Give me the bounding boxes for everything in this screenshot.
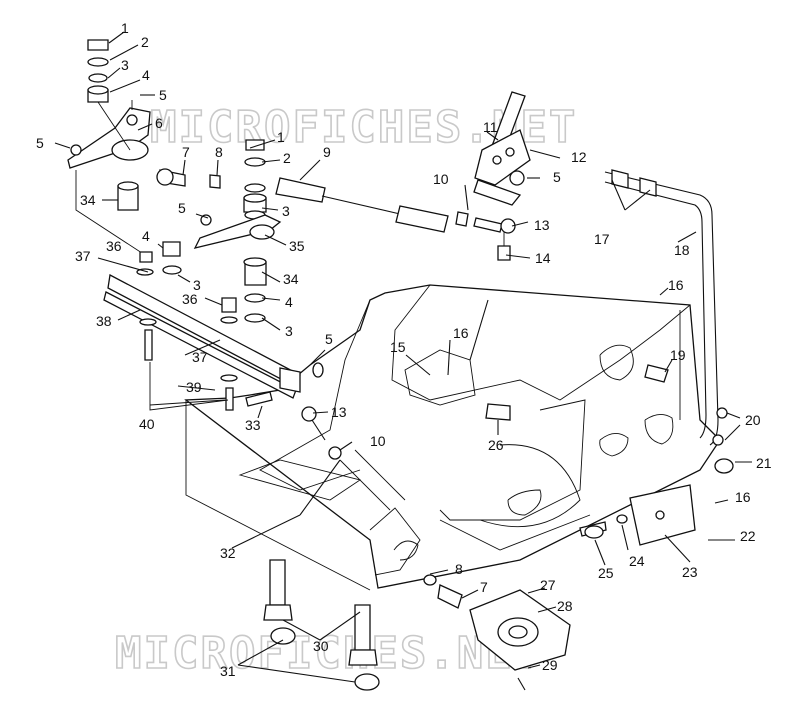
callout-label: 14 (535, 250, 551, 266)
callout-label: 37 (192, 349, 208, 365)
callout-label: 5 (178, 200, 186, 216)
callout-label: 31 (220, 663, 236, 679)
callout-label: 2 (141, 34, 149, 50)
callout-label: 4 (142, 67, 150, 83)
callout-label: 34 (283, 271, 299, 287)
callout-label: 2 (283, 150, 291, 166)
callout-label: 3 (285, 323, 293, 339)
callout-label: 16 (453, 325, 469, 341)
callout-label: 23 (682, 564, 698, 580)
callout-label: 26 (488, 437, 504, 453)
callout-label: 9 (323, 144, 331, 160)
callout-label: 36 (106, 238, 122, 254)
pitman-arm-left (67, 39, 151, 256)
callout-label: 16 (668, 277, 684, 293)
callout-label: 10 (433, 171, 449, 187)
callout-label: 32 (220, 545, 236, 561)
callout-label: 4 (142, 228, 150, 244)
callout-label: 8 (455, 561, 463, 577)
callout-label: 3 (193, 277, 201, 293)
callout-label: 6 (155, 115, 163, 131)
callout-label: 25 (598, 565, 614, 581)
callout-label: 40 (139, 416, 155, 432)
callout-label: 5 (36, 135, 44, 151)
callout-label: 3 (121, 57, 129, 73)
callout-label: 35 (289, 238, 305, 254)
callout-label: 28 (557, 598, 573, 614)
callout-label: 16 (735, 489, 751, 505)
callout-label: 18 (674, 242, 690, 258)
callout-label: 1 (121, 20, 129, 36)
callout-label: 5 (553, 169, 561, 185)
callout-label: 13 (534, 217, 550, 233)
callout-label: 13 (331, 404, 347, 420)
linkage-left (103, 241, 342, 460)
callout-label: 12 (571, 149, 587, 165)
callout-label: 30 (313, 638, 329, 654)
callout-label: 24 (629, 553, 645, 569)
callout-label: 11 (483, 119, 498, 135)
callout-label: 33 (245, 417, 261, 433)
callout-label: 36 (182, 291, 198, 307)
callout-label: 20 (745, 412, 761, 428)
callout-labels: 1 2 3 4 5 5 6 1 7 8 2 9 34 5 3 4 35 36 3… (36, 20, 772, 679)
callout-label: 7 (480, 579, 488, 595)
frame-body (184, 284, 721, 591)
leader-lines (54, 31, 752, 691)
callout-label: 29 (542, 657, 558, 673)
callout-label: 3 (282, 203, 290, 219)
callout-label: 10 (370, 433, 386, 449)
steering-bar (604, 169, 734, 474)
steering-column (473, 91, 531, 206)
callout-label: 21 (756, 455, 772, 471)
callout-label: 5 (325, 331, 333, 347)
callout-label: 1 (277, 129, 285, 145)
callout-label: 39 (186, 379, 202, 395)
callout-label: 4 (285, 294, 293, 310)
callout-label: 27 (540, 577, 556, 593)
callout-label: 5 (159, 87, 167, 103)
pitman-arm-center (193, 139, 282, 323)
lower-mounts (263, 559, 380, 691)
callout-label: 34 (80, 192, 96, 208)
callout-label: 17 (594, 231, 610, 247)
watermark-bottom: MICROFICHES.NET (115, 628, 542, 679)
callout-label: 8 (215, 144, 223, 160)
tie-rod (156, 168, 516, 261)
callout-label: 37 (75, 248, 91, 264)
callout-label: 38 (96, 313, 112, 329)
callout-label: 22 (740, 528, 756, 544)
callout-label: 15 (390, 339, 406, 355)
callout-label: 7 (182, 144, 190, 160)
callout-label: 19 (670, 347, 686, 363)
